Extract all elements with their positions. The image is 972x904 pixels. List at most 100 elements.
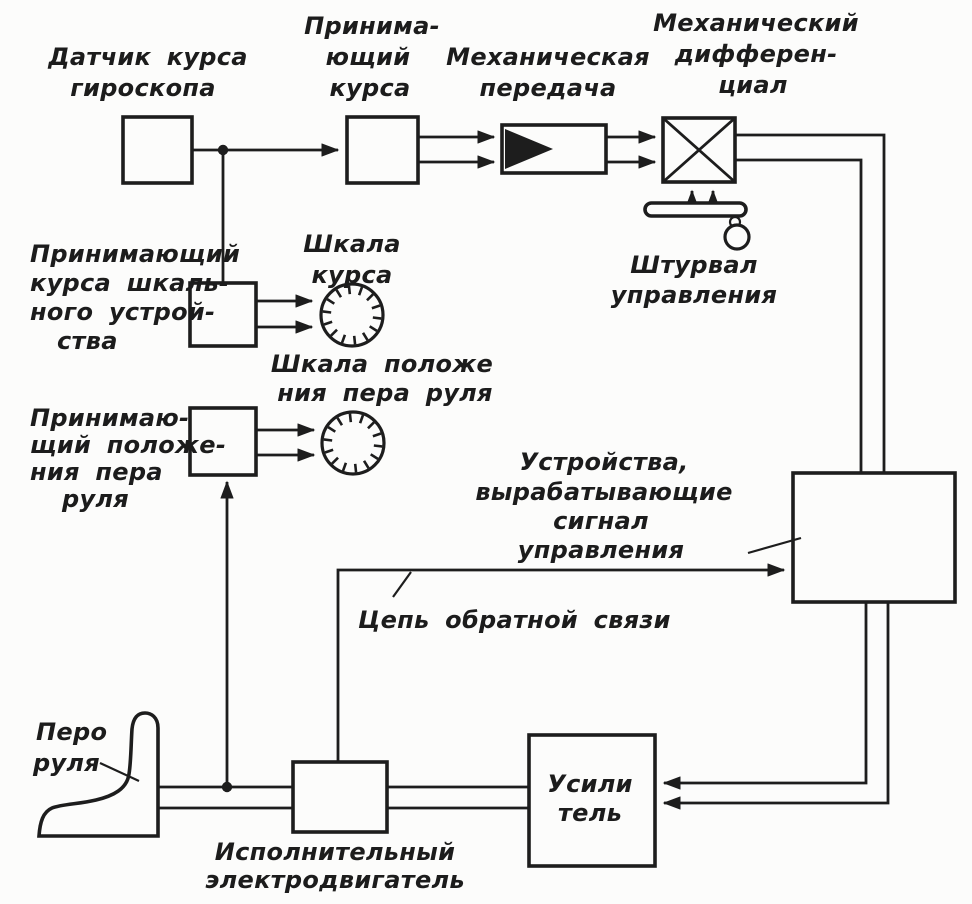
differential-cross-icon (662, 116, 736, 184)
block-course-scale-receiver (188, 281, 258, 348)
dial-tick (373, 444, 383, 448)
label-line: ния пера (30, 458, 163, 486)
leader-feedback-loop (392, 571, 412, 598)
block-actuator-motor (291, 760, 389, 834)
leader-control-devices (747, 536, 802, 555)
label-line: курса (329, 74, 410, 102)
label-line: электродвигатель (205, 866, 465, 894)
label-line: сигнал (553, 507, 649, 535)
rudder-blade-icon (37, 711, 160, 838)
connector-feedback-loop (336, 563, 786, 761)
junction-dot-rudder (221, 781, 233, 793)
label-line: Шкала (303, 230, 400, 258)
block-gyro-course-sensor (121, 115, 194, 185)
label-mechanical-transmission: Механическая передача (446, 43, 650, 102)
dial-tick (348, 413, 353, 423)
label-line: циал (718, 71, 788, 99)
dial-tick (323, 320, 333, 326)
label-line: ния пера руля (277, 379, 492, 407)
label-line: Усили (547, 770, 632, 798)
junction-dot-course (217, 144, 229, 156)
block-mechanical-differential (661, 116, 737, 184)
label-mechanical-differential: Механический дифферен- циал (653, 9, 859, 99)
label-line: курса шкаль- (30, 269, 229, 297)
label-line: управления (611, 281, 777, 309)
label-line: руля (61, 485, 129, 513)
label-line: Устройства, (519, 448, 688, 476)
dial-tick (352, 335, 357, 345)
leader-rudder-blade (99, 762, 140, 782)
label-line: Исполнительный (215, 838, 456, 866)
label-line: тель (558, 799, 622, 827)
label-line: Штурвал (630, 251, 757, 279)
dial-tick (340, 334, 347, 344)
dial-tick (372, 316, 382, 320)
rudder-position-dial-icon (320, 410, 386, 476)
label-line: щий положе- (30, 431, 226, 459)
label-line: Шкала положе (271, 350, 493, 378)
dial-tick (367, 421, 375, 430)
label-line: ющий (326, 43, 411, 71)
label-line: Механическая (446, 43, 650, 71)
transmission-arrow-icon (505, 129, 553, 169)
course-scale-dial-icon (319, 282, 385, 348)
label-line: руля (32, 749, 100, 777)
label-rudder-blade: Перо руля (32, 718, 107, 777)
dial-tick (347, 285, 352, 295)
block-rudder-position-receiver (188, 406, 258, 477)
label-line: курса (311, 261, 392, 289)
label-feedback-loop: Цепь обратной связи (358, 606, 671, 634)
label-course-scale: Шкала курса (303, 230, 400, 289)
label-line: Датчик курса (47, 43, 248, 71)
dial-tick (371, 304, 381, 310)
label-rudder-position-scale: Шкала положе ния пера руля (271, 350, 493, 407)
dial-tick (357, 286, 364, 296)
label-steering-wheel: Штурвал управления (611, 251, 777, 309)
block-mechanical-transmission (500, 123, 608, 175)
dial-tick (341, 462, 348, 472)
label-line: Принима- (304, 12, 440, 40)
label-line: Принимающий (30, 240, 240, 268)
label-course-receiver: Принима- ющий курса (304, 12, 440, 102)
dial-tick (358, 414, 365, 424)
block-amplifier (527, 733, 657, 868)
connector-differential-to-control-inner (731, 158, 863, 473)
label-line: передача (480, 74, 617, 102)
dial-tick (331, 456, 339, 465)
label-gyro-sensor: Датчик курса гироскопа (47, 43, 248, 102)
dial-tick (362, 460, 370, 469)
label-line: управления (518, 536, 684, 564)
block-control-signal-devices (791, 471, 957, 604)
dial-tick (326, 298, 336, 305)
label-line: Механический (653, 9, 859, 37)
label-amplifier: Усили тель (547, 770, 632, 827)
label-course-scale-receiver: Принимающий курса шкаль- ного устрой- ст… (30, 240, 240, 355)
label-line: вырабатывающие (475, 478, 732, 506)
block-course-receiver (345, 115, 420, 185)
steering-wheel-icon (643, 201, 751, 251)
label-line: ства (57, 327, 118, 355)
dial-tick (336, 417, 344, 426)
dial-tick (323, 438, 333, 442)
connector-control-to-amplifier-2 (662, 603, 890, 810)
dial-tick (353, 463, 358, 473)
label-line: Перо (36, 718, 107, 746)
label-actuator-motor: Исполнительный электродвигатель (205, 838, 465, 894)
label-control-signal-devices: Устройства, вырабатывающие сигнал управл… (475, 448, 732, 564)
dial-tick (330, 328, 338, 337)
label-rudder-position-receiver: Принимаю- щий положе- ния пера руля (30, 404, 226, 513)
dial-tick (361, 332, 369, 341)
dial-tick (335, 289, 343, 298)
dial-tick (327, 426, 337, 433)
connector-differential-to-control-outer (731, 133, 886, 473)
dial-tick (368, 325, 378, 332)
dial-tick (324, 448, 334, 454)
label-line: дифферен- (674, 40, 838, 68)
dial-tick (369, 453, 379, 460)
label-line: Принимаю- (30, 404, 189, 432)
dial-tick (366, 293, 374, 302)
label-line: ного устрой- (30, 298, 215, 326)
dial-tick (372, 432, 382, 438)
